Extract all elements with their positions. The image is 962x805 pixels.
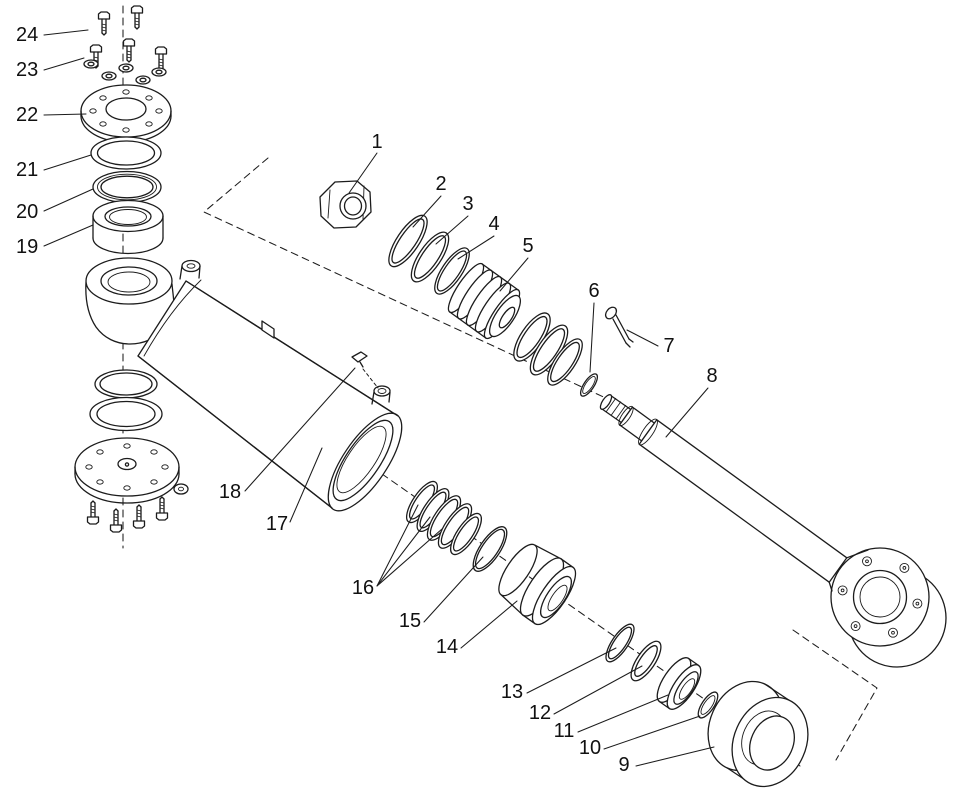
callout-17: 17 xyxy=(266,513,288,535)
end-cap-flange xyxy=(80,84,172,143)
callout-20: 20 xyxy=(16,201,38,223)
callout-5: 5 xyxy=(522,235,533,257)
ring-15 xyxy=(472,526,508,572)
wiper-ring-10 xyxy=(697,691,719,719)
callout-7: 7 xyxy=(663,335,674,357)
seal-ring-21 xyxy=(90,136,162,170)
callout-1: 1 xyxy=(371,131,382,153)
wiper-housing-11 xyxy=(656,657,702,710)
ring-12 xyxy=(630,640,662,682)
o-ring-6 xyxy=(579,373,599,397)
callout-labels: 1 2 3 4 5 6 7 8 9 10 11 12 13 14 15 16 1… xyxy=(16,24,718,776)
callout-2: 2 xyxy=(435,173,446,195)
o-ring-13 xyxy=(605,623,635,663)
callout-8: 8 xyxy=(706,365,717,387)
callout-12: 12 xyxy=(529,702,551,724)
callout-22: 22 xyxy=(16,104,38,126)
callout-3: 3 xyxy=(462,193,473,215)
callout-24: 24 xyxy=(16,24,38,46)
clevis-base xyxy=(85,257,201,345)
mounting-bolts-bottom xyxy=(86,496,169,533)
callout-13: 13 xyxy=(501,681,523,703)
bushing-19 xyxy=(92,199,164,255)
o-ring-2 xyxy=(388,214,428,268)
mounting-bolts-top xyxy=(89,5,168,71)
callout-11: 11 xyxy=(554,720,575,742)
piston-nut-1 xyxy=(319,180,372,229)
backup-ring-3 xyxy=(410,231,450,283)
callout-23: 23 xyxy=(16,59,38,81)
lower-flange xyxy=(74,437,189,504)
callout-19: 19 xyxy=(16,236,38,258)
piston-seal-rings xyxy=(513,312,583,386)
piston-rod-8 xyxy=(599,394,947,668)
callout-10: 10 xyxy=(579,737,601,759)
cotter-pin-7 xyxy=(604,306,634,348)
callout-14: 14 xyxy=(436,636,458,658)
cylinder-barrel xyxy=(137,279,403,512)
piston-5 xyxy=(447,262,522,340)
plug-fitting-18 xyxy=(351,351,379,389)
gland-14 xyxy=(498,543,577,626)
callout-6: 6 xyxy=(588,280,599,302)
callout-9: 9 xyxy=(618,754,629,776)
callout-4: 4 xyxy=(488,213,499,235)
callout-18: 18 xyxy=(219,481,241,503)
seal-ring-20 xyxy=(92,170,162,204)
seal-kit-16 xyxy=(405,480,483,556)
lower-seal-rings xyxy=(89,369,163,432)
rod-collar-9 xyxy=(707,680,809,788)
washers xyxy=(83,59,167,85)
callout-21: 21 xyxy=(16,159,38,181)
leader-lines xyxy=(43,29,715,767)
o-ring-4 xyxy=(434,247,470,295)
callout-16: 16 xyxy=(352,577,374,599)
callout-15: 15 xyxy=(399,610,421,632)
